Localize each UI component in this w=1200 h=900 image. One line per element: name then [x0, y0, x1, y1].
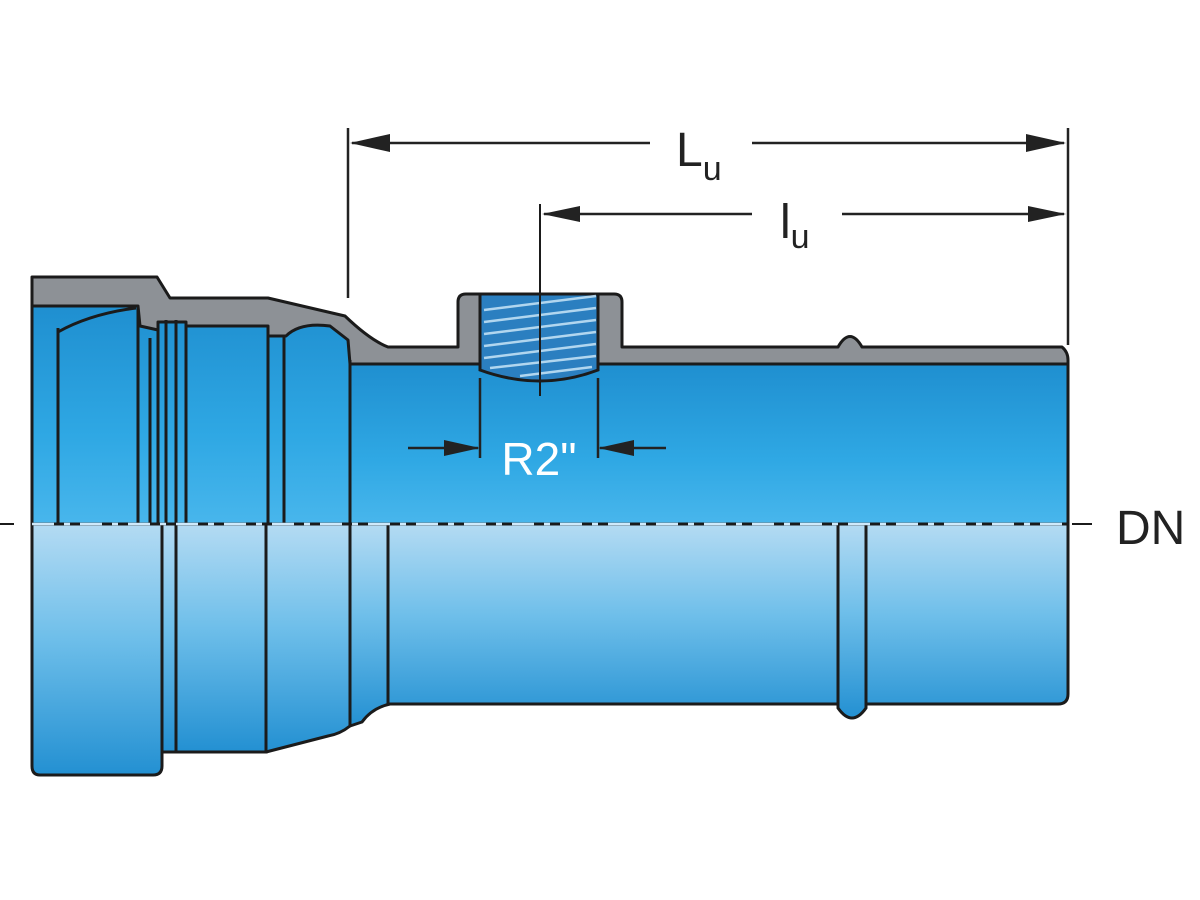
socket-collar-outer	[174, 522, 268, 754]
connection-length-label: lu	[780, 196, 810, 256]
outer-lower-half	[30, 522, 1070, 777]
socket-bore	[30, 304, 352, 526]
socket-ring-outer	[160, 522, 178, 754]
socket-taper-outer	[264, 522, 352, 754]
dimension-lines	[346, 128, 1070, 458]
section-upper-half	[30, 204, 1070, 526]
pipe-body-outer	[348, 522, 1070, 728]
socket-body-outer	[30, 522, 164, 777]
thread-size-label: R2"	[501, 433, 576, 485]
socket-rings	[56, 306, 352, 524]
overall-length-label: Lu	[676, 124, 722, 188]
threaded-boss	[478, 204, 600, 396]
nominal-diameter-label: DN	[1116, 502, 1185, 555]
press-groove	[836, 522, 868, 720]
